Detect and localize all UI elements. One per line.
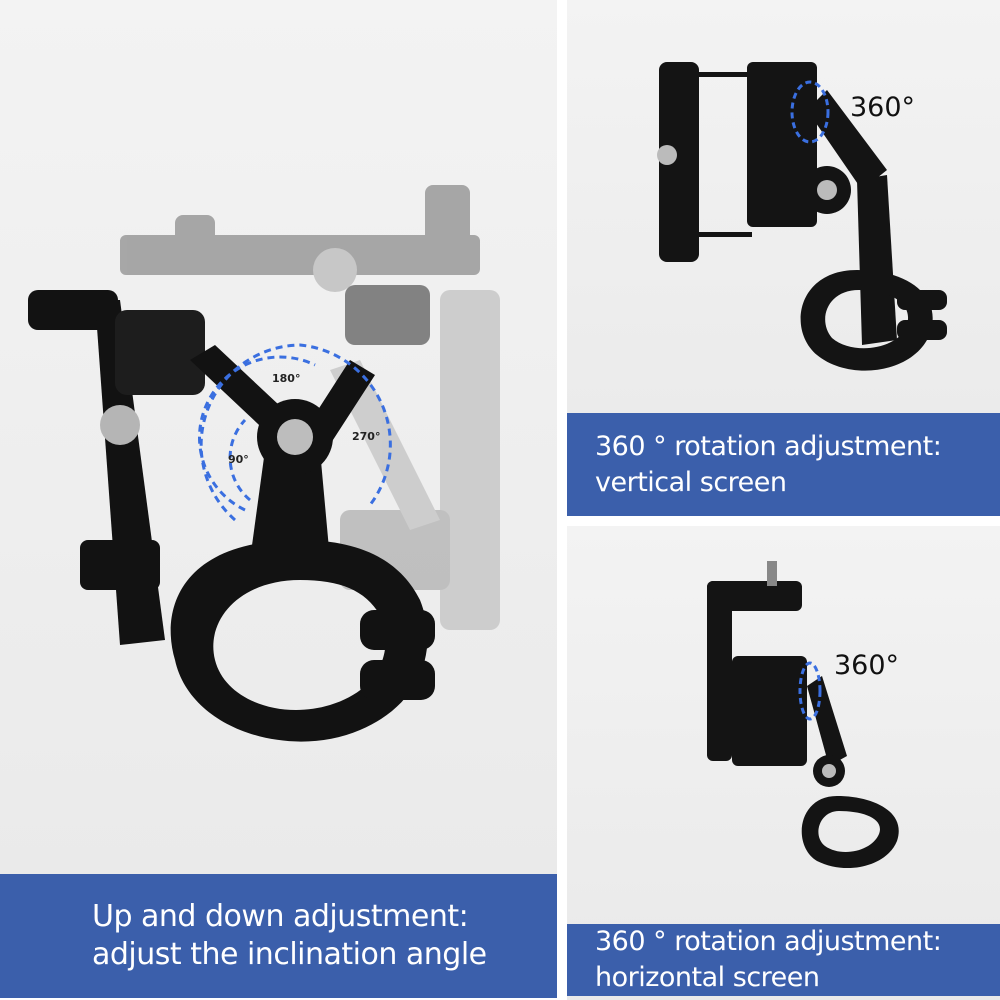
caption-line-2: adjust the inclination angle <box>92 937 487 972</box>
top-right-caption-banner: 360 ° rotation adjustment: vertical scre… <box>567 413 1000 516</box>
angle-label-180: 180° <box>272 372 301 385</box>
horizontal-mount-illustration <box>707 561 899 869</box>
caption-line-1: Up and down adjustment: <box>92 899 469 934</box>
left-panel: 180° 270° 90° Up and down adjustment: ad… <box>0 0 557 998</box>
rotation-arrow-icon <box>798 661 822 721</box>
angle-label-90: 90° <box>228 453 249 466</box>
rotation-arrows <box>198 343 392 522</box>
caption-line-1: 360 ° rotation adjustment: <box>595 430 942 462</box>
rotation-label: 360° <box>850 92 916 123</box>
rotation-label: 360° <box>834 650 900 681</box>
left-caption-banner: Up and down adjustment: adjust the incli… <box>0 874 557 998</box>
top-right-panel: 360° 360 ° rotation adjustment: vertical… <box>567 0 1000 516</box>
rotation-arrow-icon <box>790 80 830 144</box>
caption-line-2: horizontal screen <box>595 962 820 993</box>
bottom-right-panel: 360° 360 ° rotation adjustment: horizont… <box>567 526 1000 1000</box>
caption-line-1: 360 ° rotation adjustment: <box>595 926 942 957</box>
vertical-mount-illustration <box>657 62 947 371</box>
ghost-holder-horizontal <box>120 185 480 345</box>
inclination-mount-illustration <box>28 185 500 742</box>
main-mount <box>28 290 435 742</box>
angle-label-270: 270° <box>352 430 381 443</box>
bottom-right-caption-banner: 360 ° rotation adjustment: horizontal sc… <box>567 924 1000 996</box>
knob-icon <box>277 419 313 455</box>
caption-line-2: vertical screen <box>595 466 787 498</box>
